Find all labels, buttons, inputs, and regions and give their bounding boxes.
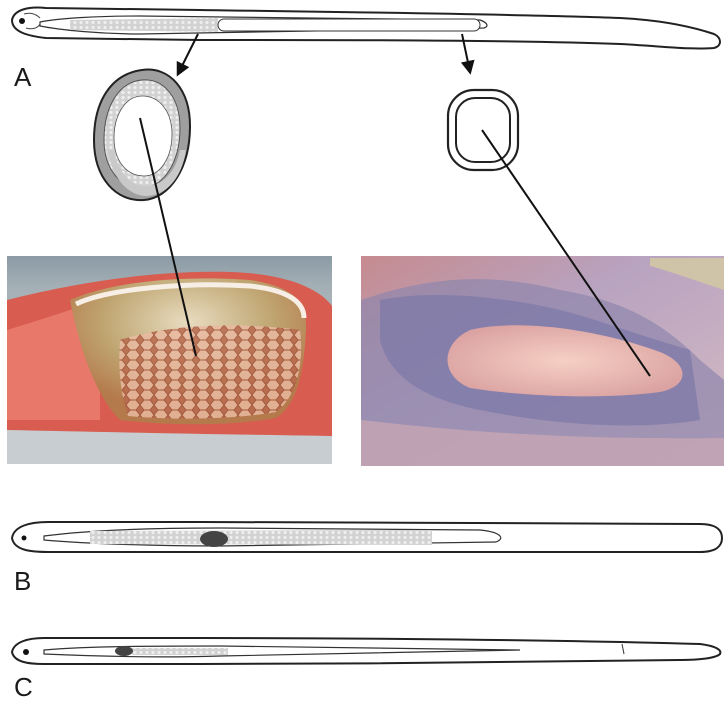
larva-c-eye	[23, 649, 29, 655]
larva-c-dark-organ	[115, 646, 133, 656]
larva-a-eye	[19, 18, 25, 24]
photo-right	[361, 256, 724, 466]
larva-a-stippled-region	[70, 18, 218, 32]
panel-label-b: B	[14, 566, 31, 596]
photo-left	[7, 256, 332, 464]
panel-a-larva	[12, 8, 720, 49]
larva-b-stippled-region	[90, 530, 432, 545]
larva-b-eye	[22, 536, 27, 541]
larva-b-dark-organ	[200, 531, 228, 547]
cross-section-left	[94, 70, 190, 201]
larva-a-clear-region	[218, 19, 480, 31]
panel-c-larva	[12, 638, 720, 664]
panel-label-a: A	[14, 62, 32, 92]
larva-c-stippled-region	[132, 648, 228, 655]
panel-label-c: C	[14, 672, 33, 702]
panel-b-larva	[12, 522, 722, 552]
